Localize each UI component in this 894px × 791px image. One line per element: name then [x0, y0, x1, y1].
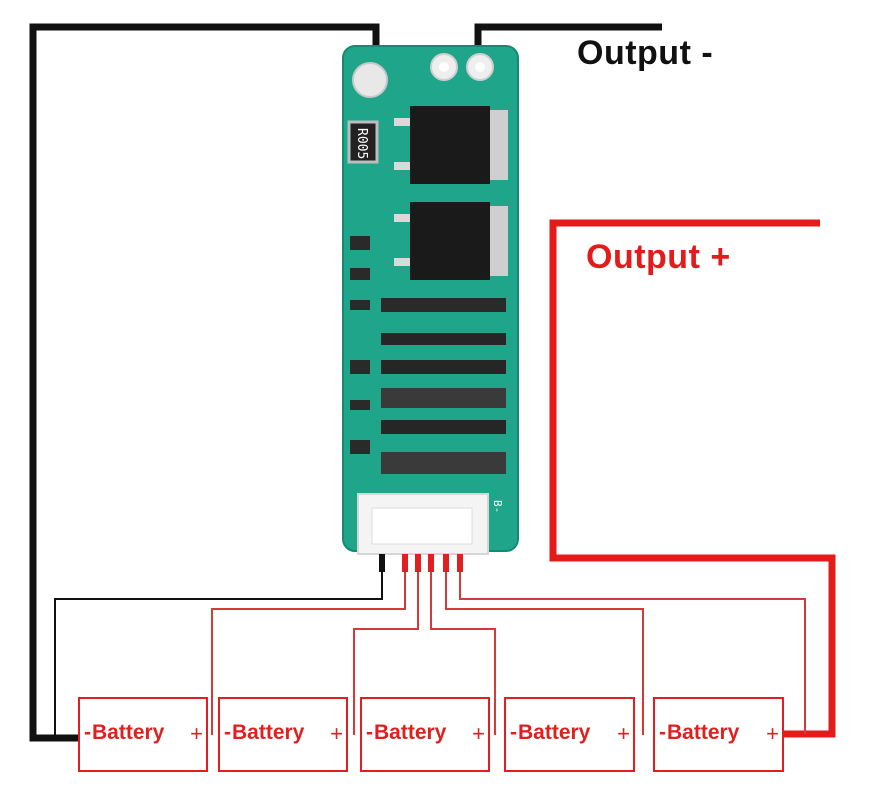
battery-positive-terminal: +: [472, 721, 485, 746]
resistor-marking: R005: [354, 128, 369, 160]
battery-positive-terminal: +: [617, 721, 630, 746]
battery-cell-1: - Battery +: [78, 697, 208, 772]
battery-label: Battery: [518, 721, 591, 744]
output-negative-label: Output -: [577, 34, 714, 72]
battery-negative-terminal: -: [224, 721, 231, 744]
output-negative-stub: [474, 23, 662, 46]
battery-cell-5: - Battery +: [653, 697, 784, 772]
battery-negative-terminal: -: [510, 721, 517, 744]
positive-output-wire: [549, 219, 836, 738]
battery-positive-terminal: +: [766, 721, 779, 746]
output-positive-label: Output +: [586, 238, 731, 276]
component-array: [350, 236, 506, 474]
battery-cell-4: - Battery +: [504, 697, 635, 772]
shunt-resistor: [347, 120, 379, 164]
battery-negative-terminal: -: [659, 721, 666, 744]
balance-wire-negative: [54, 555, 383, 739]
battery-cell-2: - Battery +: [218, 697, 348, 772]
battery-label: Battery: [232, 721, 305, 744]
mosfet: [410, 106, 490, 184]
battery-positive-terminal: +: [190, 721, 203, 746]
bms-protection-board: [342, 45, 519, 555]
balance-wires: [211, 555, 806, 735]
battery-negative-terminal: -: [366, 721, 373, 744]
connector-wire-stubs: [379, 554, 463, 572]
b-minus-pad-label: B-: [491, 500, 504, 514]
battery-positive-terminal: +: [330, 721, 343, 746]
battery-label: Battery: [374, 721, 447, 744]
mounting-hole: [352, 62, 388, 98]
negative-output-wire: [29, 23, 380, 742]
battery-cell-3: - Battery +: [360, 697, 490, 772]
battery-label: Battery: [92, 721, 165, 744]
battery-negative-terminal: -: [84, 721, 91, 744]
battery-label: Battery: [667, 721, 740, 744]
mosfet: [410, 202, 490, 280]
